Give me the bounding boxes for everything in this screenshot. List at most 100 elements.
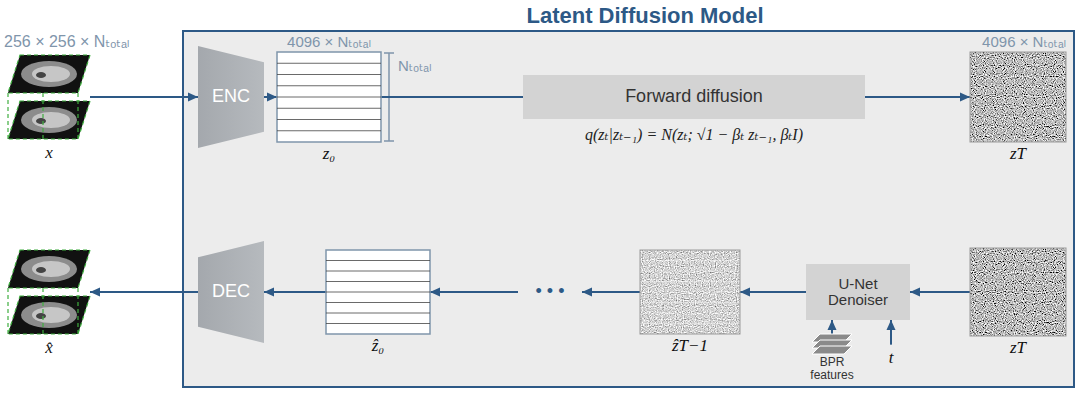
flow-arrow: [910, 291, 970, 293]
noise-part: [970, 248, 1066, 336]
bracket-tick: [384, 52, 394, 54]
noise2-part: [640, 281, 740, 282]
slices-part: [42, 93, 43, 139]
flow-arrow: [831, 320, 833, 334]
dimension-label: 256 × 256 × Nₜₒₜₐₗ: [4, 33, 130, 51]
lines-part: [326, 250, 430, 334]
process-box: U-Net Denoiser: [806, 264, 910, 320]
noise2-part: [640, 250, 740, 334]
lines-part: [326, 292, 430, 293]
latent-matrix: 4096 × NₜₒₜₐₗNₜₒₜₐₗz₀: [277, 52, 381, 142]
lines-part: [277, 108, 381, 109]
slices-part: [8, 55, 90, 93]
latent-matrix: ẑ₀: [326, 250, 430, 334]
diagram-title: Latent Diffusion Model: [526, 3, 763, 28]
flow-arrow: [430, 291, 518, 293]
slices-part: [8, 250, 90, 288]
grey-part: [806, 264, 910, 320]
flow-arrow: [264, 96, 277, 98]
encoder-block: ENC: [198, 46, 264, 148]
flow-arrow: [90, 96, 198, 98]
slices-part: [32, 66, 70, 82]
lines-part: [277, 97, 381, 98]
block-label: Forward diffusion: [625, 87, 763, 107]
slices-part: [8, 296, 90, 334]
latent-matrix-shape: [326, 250, 430, 334]
slices-part: [77, 288, 78, 334]
slices-part: [32, 307, 70, 323]
slices-part: [42, 288, 43, 334]
feature-stack: BPR features: [812, 334, 852, 354]
trapL-part: [198, 46, 264, 148]
lines-part: [277, 85, 381, 86]
slices-part: [21, 256, 77, 282]
trapR-part: [198, 241, 264, 343]
flow-arrow: [740, 291, 806, 293]
slices-part: [8, 55, 90, 93]
lines-part: [326, 323, 430, 324]
lines-part: [326, 260, 430, 261]
slices-part: [8, 296, 90, 334]
slices-part: [77, 93, 78, 139]
flow-arrow: [582, 291, 640, 293]
slices-part: [36, 267, 46, 273]
grey-part: [806, 264, 910, 320]
model-panel: [183, 31, 1074, 387]
block-label: DEC: [212, 282, 250, 302]
dimension-label: 4096 × Nₜₒₜₐₗ: [287, 34, 371, 51]
lines-part: [277, 119, 381, 120]
lines-part: [326, 281, 430, 282]
lines-part: [326, 313, 430, 314]
slices-part: [8, 101, 90, 139]
stack-part: [812, 346, 852, 354]
dimension-label: 4096 × Nₜₒₜₐₗ: [982, 34, 1066, 51]
noise2-part: [640, 250, 740, 334]
lines-part: [326, 302, 430, 303]
bracket-tick: [384, 140, 394, 142]
slices-part: [8, 101, 90, 139]
ct-volume: 256 × 256 × Nₜₒₜₐₗx: [8, 53, 90, 141]
noise-latent-shape: [970, 52, 1066, 142]
block-label: ENC: [212, 87, 250, 107]
noise2-part: [640, 302, 740, 303]
slices-part: [36, 313, 46, 319]
noise-latent-shape: [970, 248, 1066, 336]
slices-part: [7, 93, 8, 139]
slices-part: [8, 250, 90, 334]
variable-label: zT: [1010, 339, 1026, 358]
slices-part: [32, 261, 70, 277]
ellipsis-step: • • •: [518, 278, 582, 306]
trapL-part: [198, 46, 264, 148]
flow-arrow: [890, 320, 892, 345]
block-label: U-Net Denoiser: [814, 276, 902, 309]
variable-label: t: [889, 349, 894, 368]
input-label: BPR features: [802, 356, 862, 382]
slices-part: [36, 72, 46, 78]
noise-part: [970, 248, 1066, 336]
latent-matrix-shape: [277, 52, 381, 142]
lines-part: [277, 74, 381, 75]
timestep-input: t: [883, 345, 900, 372]
noise-part: [970, 52, 1066, 142]
slices-part: [21, 302, 77, 328]
noise-latent: 4096 × NₜₒₜₐₗzT: [970, 52, 1066, 142]
ct-volume: x̂: [8, 248, 90, 336]
flow-arrow: [90, 291, 198, 293]
stack-part: [812, 334, 852, 354]
flow-arrow: [264, 291, 326, 293]
ct-volume-shape: [8, 248, 90, 336]
noise2-part: [640, 270, 740, 271]
noise-latent: zT: [970, 248, 1066, 336]
slices-part: [32, 112, 70, 128]
decoder-block: DEC: [198, 241, 264, 343]
noise-part: [970, 52, 1066, 142]
noise2-part: [640, 260, 740, 261]
dimension-label: Nₜₒₜₐₗ: [398, 58, 431, 75]
noise-part: [970, 248, 1066, 336]
flow-arrow: [865, 96, 970, 98]
lines-part: [277, 52, 381, 142]
slices-part: [21, 107, 77, 133]
variable-label: z₀: [323, 145, 336, 164]
slices-part: [7, 288, 8, 334]
